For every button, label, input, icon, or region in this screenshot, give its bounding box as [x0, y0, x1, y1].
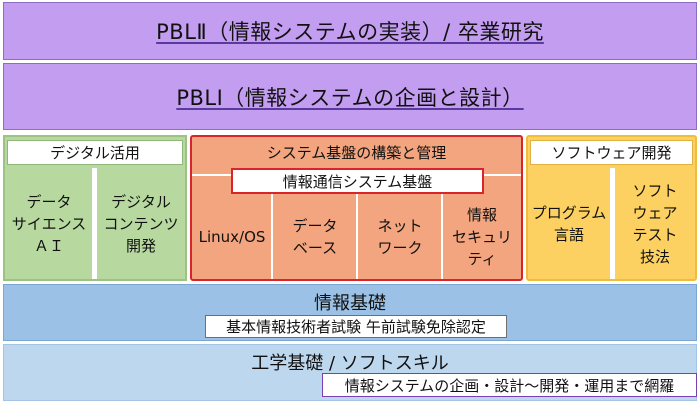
digital-utilization-header: デジタル活用 [7, 140, 183, 165]
engineering-basics-title: 工学基礎 / ソフトスキル [251, 353, 449, 374]
linux-os-label: Linux/OS [198, 227, 266, 246]
orange-divider-1 [271, 194, 273, 279]
software-testing-label: ソフト ウェア テスト 技法 [632, 181, 678, 266]
engineering-basics-box: 情報システムの企画・設計～開発・運用まで網羅 [322, 373, 697, 397]
database-label: データ ベース [292, 216, 338, 257]
orange-divider-3 [441, 194, 443, 279]
programming-language-label: プログラム 言語 [531, 203, 607, 244]
digital-content-label: デジタル コンテンツ 開発 [103, 192, 179, 255]
software-development-header: ソフトウェア開発 [530, 140, 693, 165]
yellow-divider [610, 168, 615, 279]
pbl2-title: PBLⅡ（情報システムの実装）/ 卒業研究 [156, 20, 544, 44]
orange-divider-2 [356, 194, 358, 279]
data-science-ai-label: データ サイエンス ＡＩ [11, 192, 87, 255]
info-basics-box: 基本情報技術者試験 午前試験免除認定 [205, 315, 507, 338]
info-security-label: 情報 セキュリ ティ [451, 205, 512, 268]
system-infrastructure-header: システム基盤の構築と管理 [266, 144, 447, 162]
network-label: ネット ワーク [377, 216, 423, 257]
pbl2-band: PBLⅡ（情報システムの実装）/ 卒業研究 [3, 2, 697, 60]
pbl1-title: PBLⅠ（情報システムの企画と設計） [176, 85, 524, 110]
pbl1-band: PBLⅠ（情報システムの企画と設計） [3, 63, 697, 130]
green-divider [92, 168, 97, 279]
network-infrastructure-header: 情報通信システム基盤 [231, 168, 484, 194]
info-basics-title: 情報基礎 [314, 293, 386, 314]
